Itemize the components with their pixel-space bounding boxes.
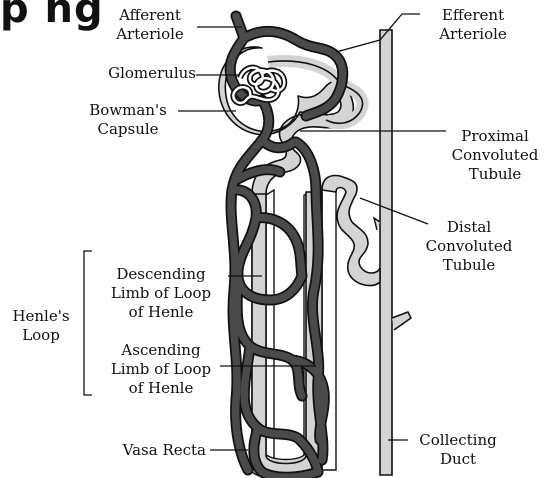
label-line: Ascending — [94, 341, 228, 360]
label-afferent-arteriole: Afferent Arteriole — [102, 6, 198, 44]
label-line: Limb of Loop — [94, 284, 228, 303]
label-bowmans-capsule: Bowman's Capsule — [80, 101, 176, 139]
label-line: Convoluted — [446, 146, 544, 165]
label-henles-loop: Henle's Loop — [2, 307, 80, 345]
label-efferent-arteriole: Efferent Arteriole — [420, 6, 526, 44]
label-line: of Henle — [94, 379, 228, 398]
label-line: Loop — [2, 326, 80, 345]
label-line: Henle's — [2, 307, 80, 326]
label-ascending-limb: Ascending Limb of Loop of Henle — [94, 341, 228, 398]
label-collecting-duct: Collecting Duct — [410, 431, 506, 469]
label-proximal-convoluted-tubule: Proximal Convoluted Tubule — [446, 127, 544, 184]
label-line: Distal — [420, 218, 518, 237]
label-line: Duct — [410, 450, 506, 469]
label-descending-limb: Descending Limb of Loop of Henle — [94, 265, 228, 322]
label-line: Glomerulus — [60, 64, 196, 83]
label-line: Efferent — [420, 6, 526, 25]
leader-efferent — [336, 14, 420, 52]
leader-distal — [360, 198, 428, 224]
label-line: of Henle — [94, 303, 228, 322]
label-line: Proximal — [446, 127, 544, 146]
label-vasa-recta: Vasa Recta — [96, 441, 206, 460]
henles-bracket — [84, 251, 92, 395]
label-line: Tubule — [446, 165, 544, 184]
label-distal-convoluted-tubule: Distal Convoluted Tubule — [420, 218, 518, 275]
label-line: Arteriole — [420, 25, 526, 44]
label-line: Convoluted — [420, 237, 518, 256]
label-line: Tubule — [420, 256, 518, 275]
label-glomerulus: Glomerulus — [60, 64, 196, 83]
label-line: Afferent — [102, 6, 198, 25]
collecting-duct — [374, 30, 411, 475]
label-line: Capsule — [80, 120, 176, 139]
label-line: Collecting — [410, 431, 506, 450]
distal-convoluted-tubule — [322, 176, 380, 286]
label-line: Vasa Recta — [96, 441, 206, 460]
label-line: Arteriole — [102, 25, 198, 44]
label-line: Bowman's — [80, 101, 176, 120]
label-line: Limb of Loop — [94, 360, 228, 379]
label-line: Descending — [94, 265, 228, 284]
